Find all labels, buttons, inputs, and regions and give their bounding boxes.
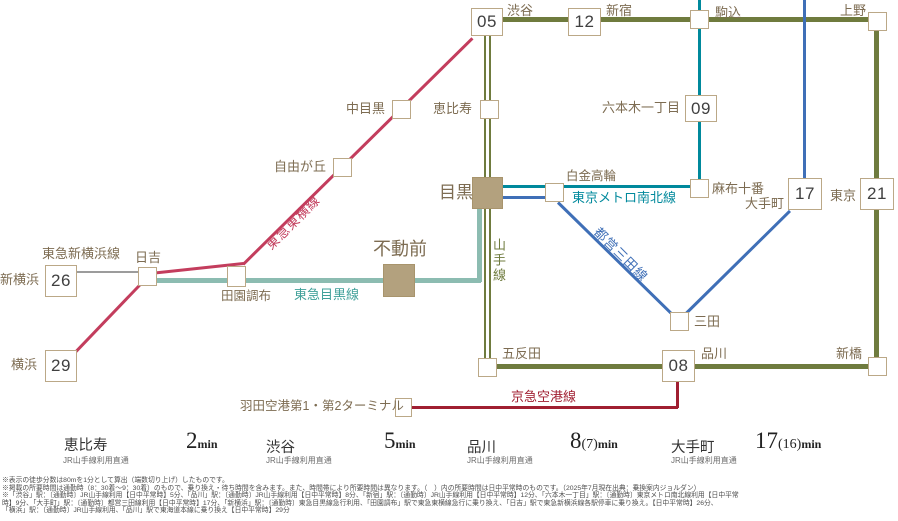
summary-time-paren: (7) xyxy=(581,437,598,452)
station-box-nakameguro xyxy=(392,100,411,119)
station-box-otemachi: 17 xyxy=(788,178,822,210)
station-box-fudomae xyxy=(383,264,415,297)
station-label-mita: 三田 xyxy=(694,314,721,329)
mita-line-label: 都営三田線 xyxy=(590,224,652,285)
station-box-shibuya: 05 xyxy=(471,8,503,36)
station-label-denenchofu: 田園調布 xyxy=(221,289,272,303)
footnote-line: 時】9分、「大手町」駅：〔通勤時〕都営三田線利用【日中平常時】17分、「新横浜」… xyxy=(2,499,718,507)
summary-time-unit: min xyxy=(395,437,416,451)
tokyu-meguro-line-label: 東急目黒線 xyxy=(294,287,360,302)
station-label-shinjuku: 新宿 xyxy=(606,3,633,18)
station-box-shimbashi xyxy=(868,357,887,376)
station-box-shirokane-takanawa xyxy=(545,183,564,202)
summary-note-otemachi: JR山手線利用直通 xyxy=(671,456,737,465)
station-label-komagome: 駒込 xyxy=(715,5,742,20)
keikyu-line-label: 京急空港線 xyxy=(511,389,577,404)
footnotes: ※表示の徒歩分数は80mを1分として算出（端数切り上げ）したものです。 ※掲載の… xyxy=(2,477,896,515)
station-box-gotanda xyxy=(478,358,497,377)
station-label-azabujuban: 麻布十番 xyxy=(712,181,765,196)
station-box-mita xyxy=(670,312,689,331)
station-box-denenchofu xyxy=(227,266,246,287)
station-box-azabujuban xyxy=(690,179,709,198)
tokyu-shinyokohama-line-label: 東急新横浜線 xyxy=(42,246,121,261)
keikyu-line-horizontal xyxy=(412,406,678,409)
station-label-roppongi-itchome: 六本木一丁目 xyxy=(602,100,681,115)
station-label-shirokane-takanawa: 白金高輪 xyxy=(566,169,617,183)
footnote-line: ※掲載の所要時間は通勤時（8：30着～9：30着）のもので、乗り換え・待ち時間を… xyxy=(2,484,701,492)
mita-line-vertical xyxy=(803,0,806,180)
station-box-hiyoshi xyxy=(138,267,157,286)
station-label-ebisu: 恵比寿 xyxy=(433,101,473,116)
station-box-roppongi-itchome: 09 xyxy=(685,95,717,122)
namboku-line-horizontal xyxy=(503,185,700,188)
summary-time-value: 8 xyxy=(570,428,582,453)
station-label-ueno: 上野 xyxy=(840,3,867,18)
station-label-haneda: 羽田空港第1・第2ターミナル xyxy=(240,399,404,413)
station-box-jiyugaoka xyxy=(333,158,352,177)
summary-station-ebisu: 恵比寿 xyxy=(64,438,108,454)
station-label-meguro: 目黒 xyxy=(439,183,473,202)
station-box-komagome xyxy=(690,10,709,29)
station-box-yokohama: 29 xyxy=(45,350,77,382)
station-box-tokyo: 21 xyxy=(860,178,894,210)
station-label-shibuya: 渋谷 xyxy=(507,3,534,18)
footnote-line: 「横浜」駅：〔通勤時〕JR山手線利用、「品川」駅で東海道本線に乗り換え【日中平常… xyxy=(2,507,290,514)
tokyu-meguro-line-horizontal xyxy=(157,278,481,283)
summary-time-value: 2 xyxy=(186,428,198,453)
summary-time-paren: (16) xyxy=(778,437,802,452)
shinyokohama-line xyxy=(77,271,138,273)
footnote-line: ※「渋谷」駅：〔通勤時〕JR山手線利用【日中平常時】5分、「品川」駅：〔通勤時〕… xyxy=(2,492,739,499)
toyoko-line-segment-yokohama xyxy=(74,276,148,354)
station-box-shinjuku: 12 xyxy=(568,8,601,36)
summary-time-value: 5 xyxy=(384,428,396,453)
station-box-shin-yokohama: 26 xyxy=(45,265,77,297)
summary-time-otemachi: 17(16)min xyxy=(755,428,821,454)
station-box-meguro xyxy=(472,177,503,209)
station-box-haneda xyxy=(395,398,412,417)
station-label-shin-yokohama: 新横浜 xyxy=(0,272,40,287)
summary-time-unit: min xyxy=(197,437,218,451)
station-label-tokyo: 東京 xyxy=(830,188,857,203)
keikyu-line-vertical xyxy=(676,381,679,408)
yamanote-line-top xyxy=(471,17,877,22)
station-box-ueno xyxy=(868,12,887,31)
footnote-line: ※表示の徒歩分数は80mを1分として算出（端数切り上げ）したものです。 xyxy=(2,477,229,484)
summary-station-shinagawa: 品川 xyxy=(467,440,496,456)
station-label-otemachi: 大手町 xyxy=(745,196,785,211)
summary-time-unit: min xyxy=(597,437,618,451)
yamanote-line-label: 山手線 xyxy=(491,238,506,283)
station-label-shinagawa: 品川 xyxy=(701,346,728,361)
station-label-jiyugaoka: 自由が丘 xyxy=(274,159,327,174)
summary-note-shibuya: JR山手線利用直通 xyxy=(266,456,332,465)
summary-station-shibuya: 渋谷 xyxy=(266,440,295,456)
station-label-hiyoshi: 日吉 xyxy=(135,250,162,265)
station-label-gotanda: 五反田 xyxy=(502,346,542,361)
namboku-line-label: 東京メトロ南北線 xyxy=(572,190,677,205)
summary-time-unit: min xyxy=(801,437,822,451)
summary-note-ebisu: JR山手線利用直通 xyxy=(63,456,129,465)
summary-time-value: 17 xyxy=(755,428,778,453)
station-box-shinagawa: 08 xyxy=(662,350,695,382)
namboku-line-vertical xyxy=(698,0,701,183)
station-label-fudomae: 不動前 xyxy=(373,239,427,259)
summary-note-shinagawa: JR山手線利用直通 xyxy=(467,456,533,465)
summary-station-otemachi: 大手町 xyxy=(671,440,715,456)
station-label-nakameguro: 中目黒 xyxy=(346,101,386,116)
toyoko-line-label: 東急東横線 xyxy=(262,192,324,253)
station-box-ebisu xyxy=(480,100,499,119)
station-label-yokohama: 横浜 xyxy=(11,357,38,372)
mita-line-diagonal-north xyxy=(684,209,792,315)
summary-time-shinagawa: 8(7)min xyxy=(570,428,618,454)
tokyu-meguro-line-vertical xyxy=(477,209,482,282)
mita-line-horizontal xyxy=(503,196,548,199)
station-label-shimbashi: 新橋 xyxy=(836,346,863,361)
